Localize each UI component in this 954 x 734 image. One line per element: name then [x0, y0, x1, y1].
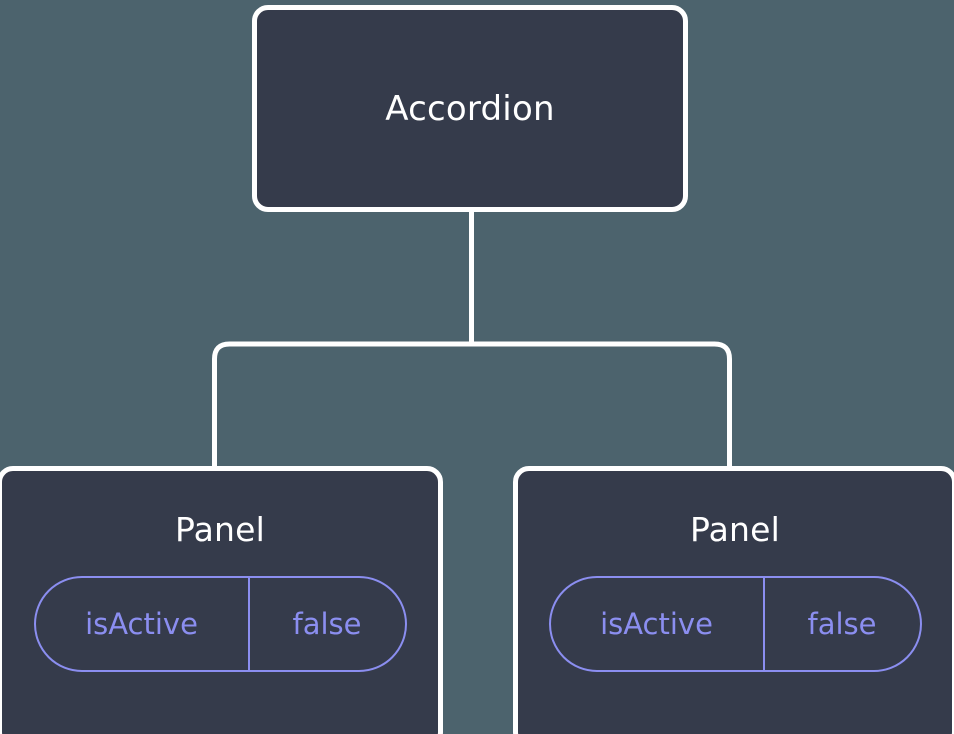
state-value-panel-1: false	[247, 578, 405, 670]
state-key-panel-2: isActive	[600, 606, 713, 641]
state-badge-panel-1[interactable]: isActive false	[33, 576, 407, 672]
node-accordion[interactable]: Accordion	[252, 5, 688, 212]
state-badge-panel-2[interactable]: isActive false	[548, 576, 922, 672]
state-key-panel-1: isActive	[85, 606, 198, 641]
node-panel-1[interactable]: Panel isActive false	[0, 466, 443, 734]
node-accordion-label: Accordion	[385, 88, 555, 129]
connector-bridge	[212, 341, 732, 468]
state-value-panel-2: false	[762, 578, 920, 670]
node-panel-1-label: Panel	[174, 510, 266, 549]
node-panel-2[interactable]: Panel isActive false	[513, 466, 954, 734]
node-panel-2-label: Panel	[689, 510, 781, 549]
